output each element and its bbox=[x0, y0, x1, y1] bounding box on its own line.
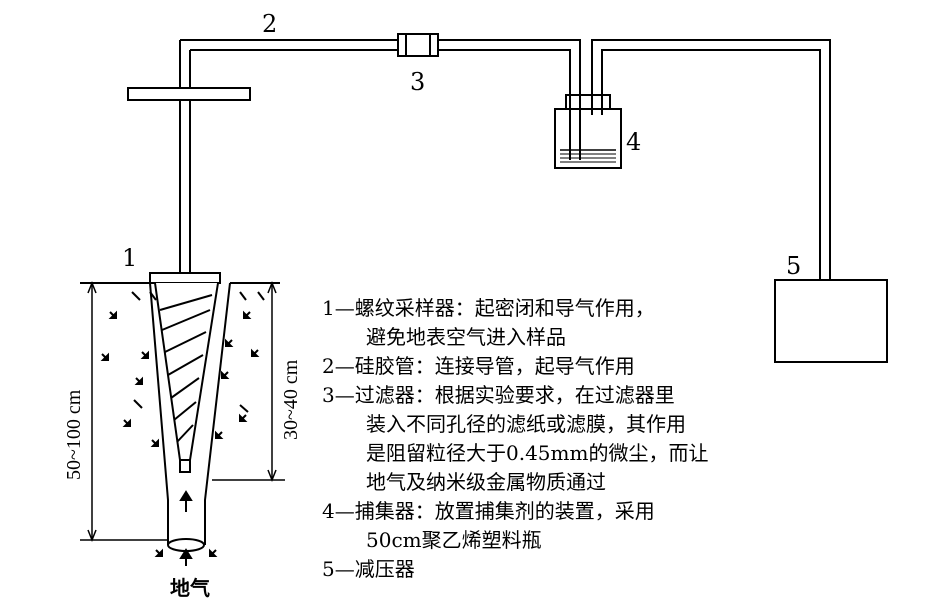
legend-item-3-line-4: 地气及纳米级金属物质通过 bbox=[366, 470, 606, 494]
legend-item-3-line-2: 装入不同孔径的滤纸或滤膜，其作用 bbox=[366, 412, 686, 436]
label-5: 5 bbox=[786, 252, 801, 280]
silicone-tube bbox=[180, 39, 581, 95]
dimension-inner bbox=[212, 280, 285, 483]
label-2: 2 bbox=[262, 10, 277, 38]
label-3: 3 bbox=[410, 68, 425, 96]
label-4: 4 bbox=[626, 128, 641, 156]
inner-depth-label: 30~40 cm bbox=[280, 359, 302, 440]
soil-hatching bbox=[131, 291, 265, 413]
outlet-pipe bbox=[591, 39, 831, 280]
legend-item-4-line-1: 4—捕集器：放置捕集剂的装置，采用 bbox=[322, 499, 655, 523]
legend-item-1-line-2: 避免地表空气进入样品 bbox=[366, 325, 566, 349]
legend: 1—螺纹采样器：起密闭和导气作用， 避免地表空气进入样品 2—硅胶管：连接导管，… bbox=[322, 294, 792, 584]
dimension-outer bbox=[80, 280, 168, 543]
legend-item-1-line-1: 1—螺纹采样器：起密闭和导气作用， bbox=[322, 296, 655, 320]
support-plate bbox=[127, 87, 251, 101]
label-1: 1 bbox=[122, 244, 137, 272]
ground-gas-label: 地气 bbox=[170, 576, 210, 600]
vertical-pipe bbox=[179, 40, 191, 273]
borehole bbox=[149, 282, 231, 552]
outer-depth-label: 50~100 cm bbox=[63, 389, 85, 480]
filter bbox=[397, 33, 439, 57]
gas-flow-arrows bbox=[100, 310, 260, 566]
legend-item-3-line-3: 是阻留粒径大于0.45mm的微尘，而让 bbox=[366, 441, 709, 465]
legend-item-4-line-2: 50cm聚乙烯塑料瓶 bbox=[366, 528, 542, 552]
legend-item-5-line-1: 5—减压器 bbox=[322, 557, 415, 581]
legend-item-3-line-1: 3—过滤器：根据实验要求，在过滤器里 bbox=[322, 383, 675, 407]
pressure-reducer bbox=[774, 279, 888, 363]
collector-bottle bbox=[554, 94, 622, 169]
legend-item-2-line-1: 2—硅胶管：连接导管，起导气作用 bbox=[322, 354, 635, 378]
screw-sampler bbox=[154, 282, 219, 473]
sampler-cap bbox=[149, 272, 221, 284]
